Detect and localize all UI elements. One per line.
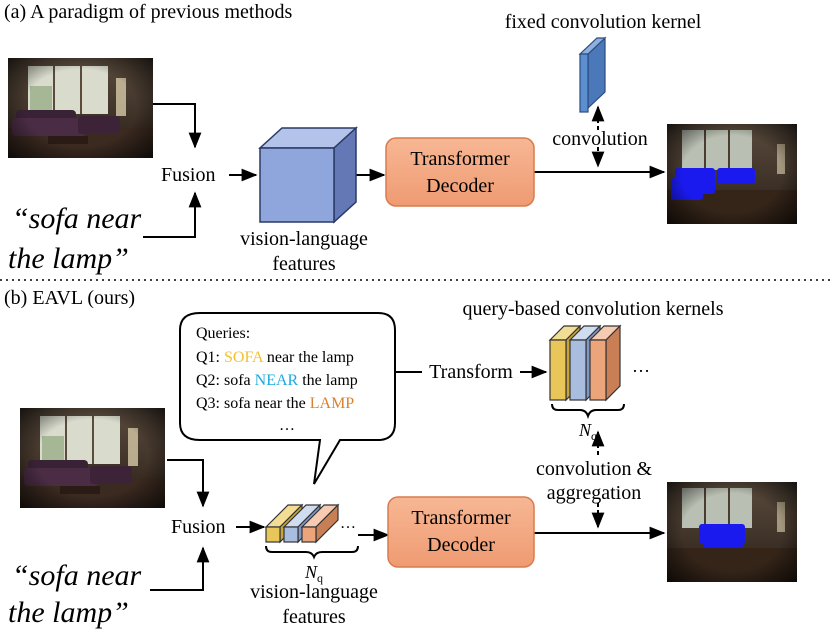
conv-label-a: convolution [552, 128, 648, 150]
kernels-label: query-based convolution kernels [462, 298, 723, 320]
bubble-q2: Q2: sofa NEAR the lamp [196, 372, 358, 389]
query-text-a-line1: “sofa near [12, 202, 142, 235]
key-sofa: SOFA [224, 349, 264, 366]
transform-label: Transform [429, 361, 513, 383]
query-kernels [548, 324, 622, 402]
features-label-a-line2: features [272, 253, 336, 275]
query-text-a-line2: the lamp” [8, 242, 129, 275]
fixed-kernel [578, 36, 607, 113]
decoder-label-b-line1: Transformer [411, 507, 511, 529]
slab-orange [300, 503, 340, 544]
vl-features-cube [258, 126, 358, 224]
features-label-b-line1: vision-language [250, 581, 378, 603]
bubble-q3: Q3: sofa near the LAMP [196, 395, 354, 412]
slabs-ellipsis: … [340, 515, 356, 532]
query-text-b-line1: “sofa near [12, 559, 142, 592]
nq-label-slabs: Nq [304, 562, 323, 585]
bubble-header: Queries: [196, 325, 250, 342]
connectors-b [150, 365, 666, 591]
conv-agg-label-line1: convolution & [536, 458, 653, 480]
key-near: NEAR [255, 372, 299, 389]
conv-agg-label-line2: aggregation [547, 482, 641, 504]
output-image-b [666, 481, 798, 583]
decoder-label-a-line1: Transformer [410, 148, 510, 170]
bubble-ellipsis: … [279, 417, 295, 434]
fusion-label-a: Fusion [161, 164, 215, 186]
features-label-a-line1: vision-language [240, 228, 368, 250]
decoder-label-a-line2: Decoder [426, 175, 494, 197]
fixed-kernel-label: fixed convolution kernel [505, 11, 702, 33]
kernels-ellipsis: … [632, 356, 650, 376]
transformer-decoder-a [385, 137, 535, 207]
transformer-decoder-b [387, 496, 535, 568]
input-image-b [19, 407, 166, 509]
query-text-b-line2: the lamp” [8, 596, 129, 629]
panel-b-title: (b) EAVL (ours) [4, 287, 135, 309]
features-label-b-line2: features [282, 606, 346, 628]
panel-a-title: (a) A paradigm of previous methods [4, 1, 292, 23]
key-lamp: LAMP [310, 395, 355, 412]
fusion-label-b: Fusion [171, 516, 225, 538]
slabs-brace [265, 545, 359, 560]
queries-bubble [179, 312, 396, 485]
connectors-a [143, 103, 666, 238]
vl-feature-slabs [264, 503, 340, 544]
nq-label-kernels: Nq [578, 420, 597, 443]
bubble-q1: Q1: SOFA near the lamp [196, 349, 354, 366]
input-image-a [7, 57, 154, 159]
kernels-brace [551, 403, 625, 420]
output-image-a [666, 123, 798, 225]
kernel-orange [588, 324, 622, 402]
decoder-label-b-line2: Decoder [427, 534, 495, 556]
